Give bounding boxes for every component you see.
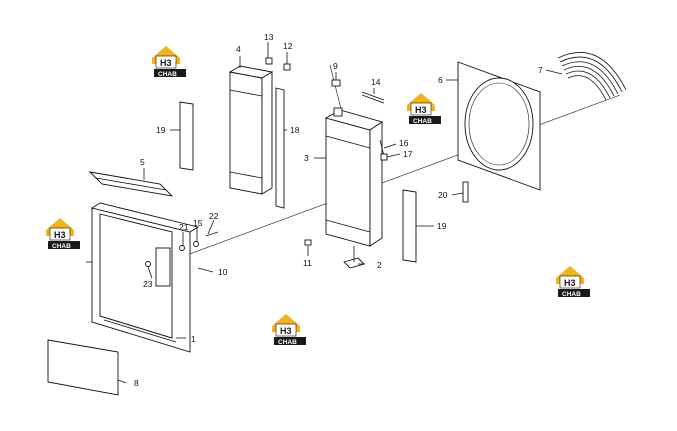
callout-5: 5 [140,157,145,167]
callout-21: 21 [179,222,189,232]
part-6-fan-shroud [457,61,541,191]
part-19-seal-right [402,189,417,263]
part-5-top-brace [88,171,174,197]
callout-10: 10 [218,267,228,277]
logo-watermark-5: H3 CHAB [556,266,590,298]
svg-text:H3: H3 [564,278,576,288]
callout-16: 16 [399,138,409,148]
part-14-hose [361,91,385,104]
part-4-oil-cooler [228,65,274,195]
svg-text:CHAB: CHAB [158,71,177,78]
svg-text:CHAB: CHAB [413,118,432,125]
logo-watermark-1: H3 CHAB [152,46,186,78]
callout-14: 14 [371,77,381,87]
svg-text:CHAB: CHAB [562,291,581,298]
callout-12: 12 [283,41,293,51]
callout-18: 18 [290,125,300,135]
callout-22: 22 [209,211,219,221]
callout-labels: 1 2 3 4 5 6 7 8 9 10 11 12 13 14 15 16 1… [134,32,543,388]
svg-text:H3: H3 [54,230,66,240]
part-7-fan-guard [557,52,627,101]
callout-1: 1 [191,334,196,344]
callout-9: 9 [333,61,338,71]
callout-7: 7 [538,65,543,75]
part-9-cap [331,79,341,87]
callout-6: 6 [438,75,443,85]
part-11-bolt [304,239,312,246]
callout-8: 8 [134,378,139,388]
svg-text:H3: H3 [280,326,292,336]
callout-11: 11 [303,258,312,268]
logo-watermark-3: H3 CHAB [46,218,80,250]
svg-text:H3: H3 [160,58,172,68]
callout-4: 4 [236,44,241,54]
callout-19-right: 19 [437,221,447,231]
callout-2: 2 [377,260,382,270]
svg-text:H3: H3 [415,105,427,115]
callout-3: 3 [304,153,309,163]
part-3-radiator [324,107,384,247]
hardware-small-parts [145,57,291,267]
callout-15: 15 [193,218,203,228]
callout-17: 17 [403,149,413,159]
logo-watermark-2: H3 CHAB [407,93,441,125]
svg-text:CHAB: CHAB [278,339,297,346]
center-line-main [167,94,621,263]
part-1-frame [86,202,200,353]
callout-19-left: 19 [156,125,166,135]
part-19-seal-left [179,101,194,171]
callout-23: 23 [143,279,153,289]
svg-text:CHAB: CHAB [52,243,71,250]
part-2-bracket [343,246,365,269]
part-20-pad [462,181,469,203]
leader-lines [117,42,563,384]
part-8-bottom-guard [47,339,119,396]
logo-watermark-4: H3 CHAB [272,314,306,346]
part-18-seal [275,87,285,209]
callout-20: 20 [438,190,448,200]
callout-13: 13 [264,32,274,42]
